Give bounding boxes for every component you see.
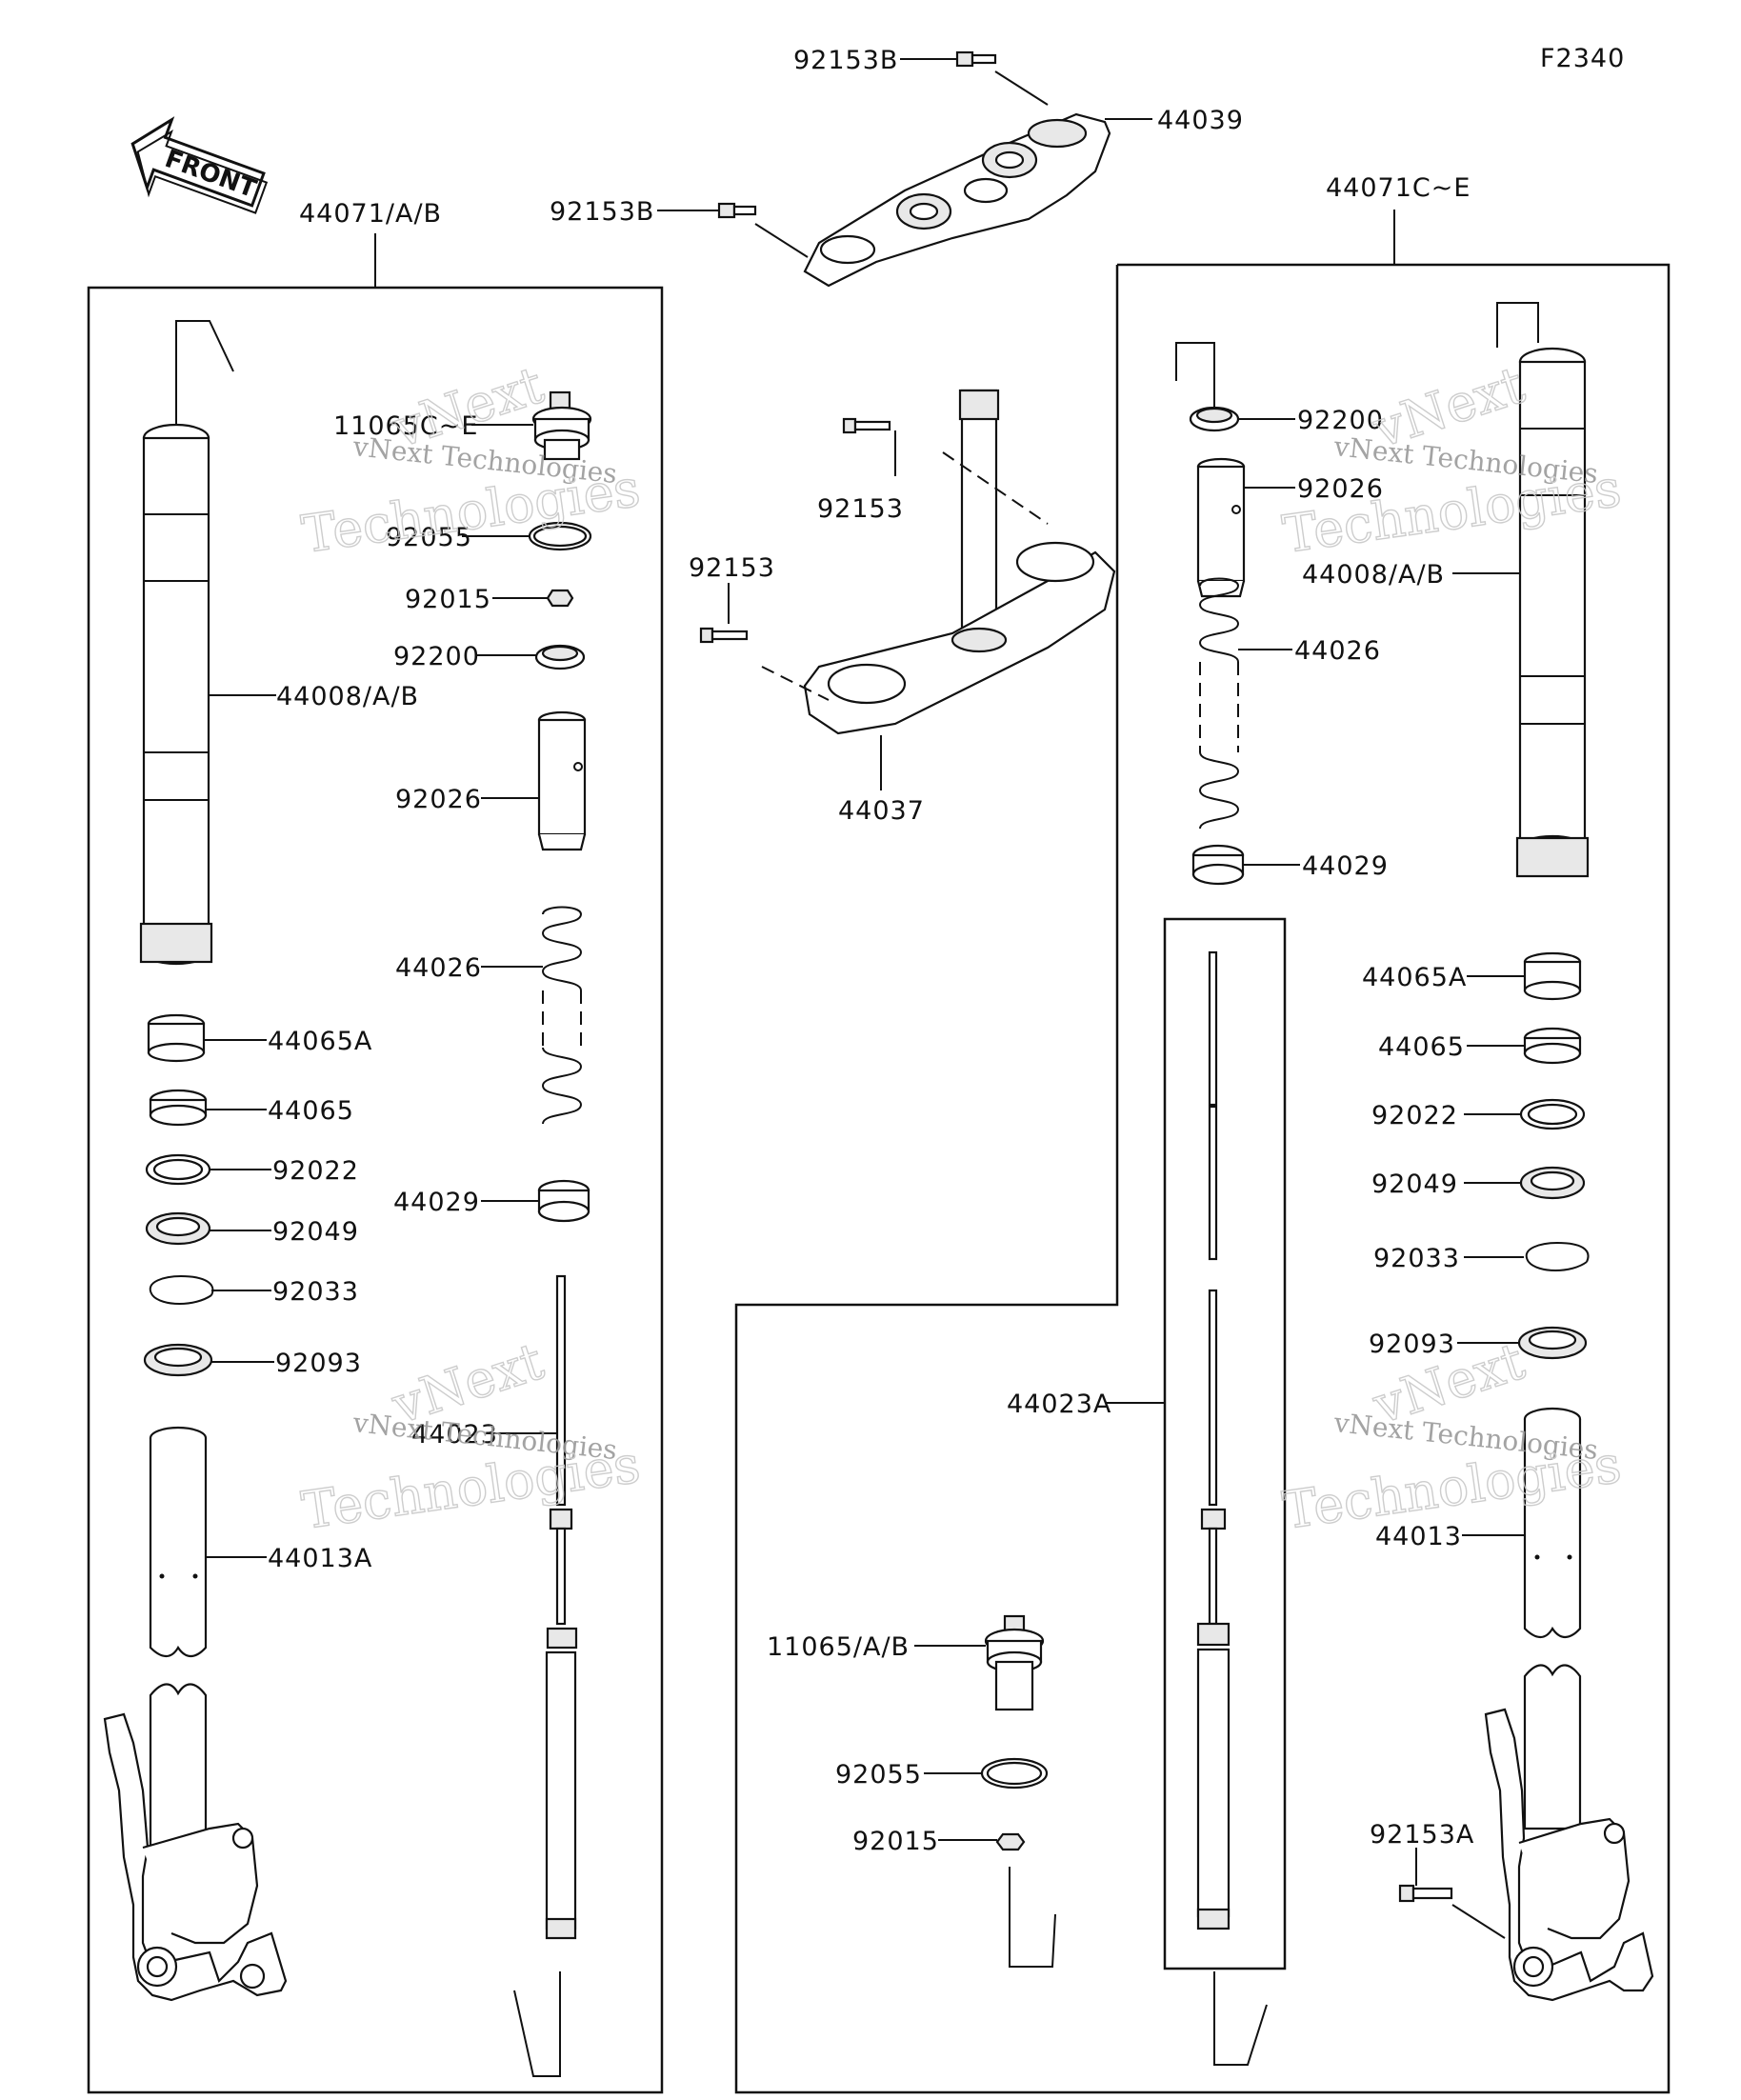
right-bushing-44065A: [1523, 951, 1582, 1001]
bolt-92153-b-icon: [699, 627, 749, 644]
label-left-92055: 92055: [386, 523, 472, 552]
left-collar-44029: [537, 1179, 590, 1223]
left-washer-92022: [145, 1153, 211, 1186]
label-right-44026: 44026: [1294, 636, 1381, 666]
label-left-44065: 44065: [268, 1096, 354, 1126]
label-left-44023: 44023: [411, 1420, 498, 1450]
right-spacer-92026: [1196, 457, 1246, 598]
lower-triple-clamp-stem: [803, 389, 1116, 735]
right-dust-seal-92093: [1517, 1326, 1588, 1360]
label-mid-44023A: 44023A: [1007, 1390, 1111, 1419]
label-right-44065A: 44065A: [1362, 963, 1467, 992]
right-inner-tube-44013: [1523, 1407, 1582, 1830]
left-axle-bracket: [103, 1712, 288, 2002]
label-right-44013: 44013: [1375, 1522, 1462, 1551]
diagram-code: F2340: [1540, 44, 1625, 73]
left-cap-bolt-11065: [531, 390, 592, 461]
label-right-44029: 44029: [1302, 851, 1389, 881]
label-left-44008: 44008/A/B: [276, 682, 419, 711]
label-right-44065: 44065: [1378, 1032, 1465, 1062]
label-92153-b: 92153: [689, 553, 775, 583]
right-oil-seal-92049: [1519, 1166, 1586, 1200]
label-right-92026: 92026: [1297, 474, 1384, 504]
label-right-92093: 92093: [1369, 1330, 1455, 1359]
bolt-92153B-top-icon: [955, 50, 997, 68]
label-left-92022: 92022: [272, 1156, 359, 1186]
label-right-92049: 92049: [1371, 1170, 1458, 1199]
right-circlip-92033: [1525, 1241, 1590, 1271]
front-arrow-icon: FRONT: [130, 116, 269, 214]
right-axle-bracket: [1484, 1708, 1654, 2002]
label-left-92093: 92093: [275, 1349, 362, 1378]
upper-triple-clamp: [803, 112, 1111, 288]
label-left-92200: 92200: [393, 642, 480, 671]
mid-cap-bolt-11065: [984, 1614, 1045, 1711]
left-nut-92015-icon: [546, 589, 574, 608]
right-bolt-92153A-icon: [1398, 1884, 1453, 1903]
label-right-44008: 44008/A/B: [1302, 560, 1445, 590]
left-spacer-92026: [537, 710, 587, 851]
left-washer-92200: [534, 644, 586, 670]
left-assembly-label: 44071/A/B: [299, 199, 442, 229]
label-44037: 44037: [838, 796, 925, 826]
label-left-44065A: 44065A: [268, 1027, 372, 1056]
label-right-92200: 92200: [1297, 406, 1384, 435]
label-left-44026: 44026: [395, 953, 482, 983]
right-bushing-44065: [1523, 1027, 1582, 1065]
left-bushing-44065A: [147, 1013, 206, 1063]
left-spring-44026: [541, 906, 583, 1125]
label-right-92153A: 92153A: [1370, 1820, 1474, 1850]
right-spring-44026: [1198, 577, 1240, 830]
bolt-92153B-left-icon: [717, 202, 757, 219]
left-oil-seal-92049: [145, 1211, 211, 1246]
label-left-44029: 44029: [393, 1188, 480, 1217]
mid-cartridge-44023A: [1196, 950, 1231, 1930]
left-dust-seal-92093: [143, 1343, 213, 1377]
left-inner-tube-44013A: [149, 1426, 208, 1850]
damper-rod-sub-box: [1163, 917, 1287, 1970]
label-right-92022: 92022: [1371, 1101, 1458, 1130]
bolt-92153-a-icon: [842, 417, 891, 434]
label-mid-11065: 11065/A/B: [767, 1632, 910, 1662]
label-44039: 44039: [1157, 106, 1244, 135]
left-bushing-44065: [149, 1089, 208, 1127]
label-mid-92015: 92015: [852, 1827, 939, 1856]
watermark-top-left: vNext vNext Technologies Technologies: [297, 354, 644, 566]
right-washer-92022: [1519, 1098, 1586, 1130]
left-outer-tube-44008: [139, 423, 213, 966]
label-right-92033: 92033: [1373, 1244, 1460, 1273]
left-circlip-92033: [149, 1274, 214, 1305]
label-mid-92055: 92055: [835, 1760, 922, 1790]
label-left-92033: 92033: [272, 1277, 359, 1307]
right-collar-44029: [1191, 844, 1245, 886]
label-left-11065: 11065C~E: [333, 411, 478, 441]
right-fork-assembly-box: [734, 263, 1671, 2094]
right-washer-92200: [1189, 406, 1240, 432]
label-left-92026: 92026: [395, 785, 482, 814]
label-left-92049: 92049: [272, 1217, 359, 1247]
label-92153-a: 92153: [817, 494, 904, 524]
mid-o-ring-92055: [980, 1757, 1049, 1790]
label-92153B-left: 92153B: [550, 197, 654, 227]
label-left-92015: 92015: [405, 585, 491, 614]
label-left-44013A: 44013A: [268, 1544, 372, 1573]
left-o-ring-92055: [528, 521, 592, 551]
right-assembly-label: 44071C~E: [1326, 173, 1471, 203]
label-92153B-top: 92153B: [793, 46, 898, 75]
mid-nut-92015-icon: [995, 1832, 1026, 1851]
right-outer-tube-44008: [1515, 347, 1590, 878]
left-cartridge-44023: [545, 1274, 578, 1940]
